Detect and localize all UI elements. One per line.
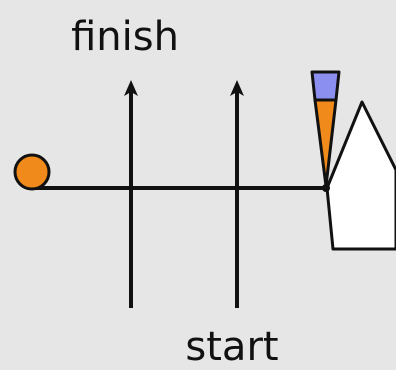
boat-hull (327, 102, 396, 249)
attachment-point (322, 184, 330, 192)
start-label: start (185, 324, 278, 370)
ball (15, 155, 49, 189)
finish-label: finish (71, 14, 179, 60)
sail-upper (312, 72, 339, 100)
